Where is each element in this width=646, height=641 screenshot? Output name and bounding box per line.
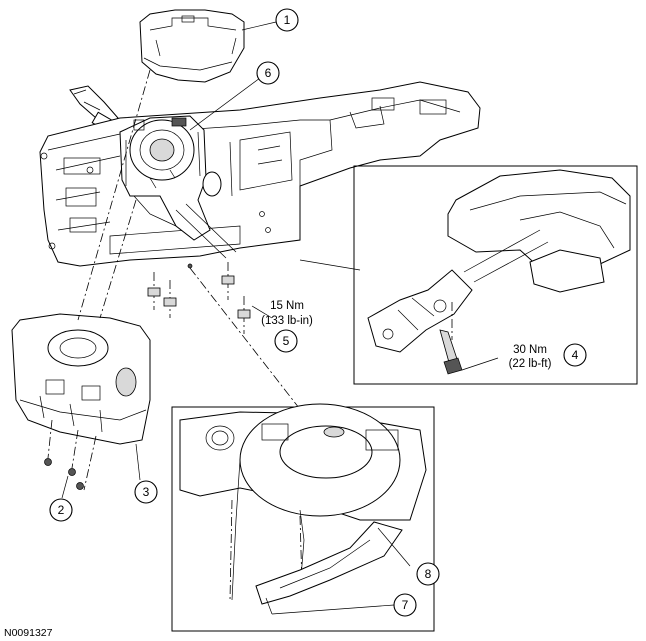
bolt-icon	[163, 297, 177, 307]
screw-icon	[44, 458, 52, 466]
svg-text:6: 6	[265, 66, 272, 80]
shroud-screws	[44, 419, 97, 491]
callout-6: 6	[256, 61, 280, 85]
knee-bolster-inset	[171, 403, 435, 632]
callout-7: 7	[393, 593, 417, 617]
svg-text:(22 lb-ft): (22 lb-ft)	[509, 358, 552, 370]
shaft-detail-inset	[299, 165, 638, 385]
svg-text:7: 7	[402, 598, 409, 612]
lower-column-shroud	[11, 313, 151, 445]
upper-column-shroud	[139, 9, 245, 83]
callout-8: 8	[416, 562, 440, 586]
callout-2: 2	[49, 498, 73, 522]
callout-4: 4	[563, 343, 587, 367]
bolt-icon	[237, 309, 251, 319]
svg-text:3: 3	[143, 485, 150, 499]
torque-spec-item5: 15 Nm (133 lb-in)	[261, 300, 313, 327]
leader-lines	[61, 21, 277, 499]
callout-1: 1	[275, 8, 299, 32]
svg-text:(133 lb-in): (133 lb-in)	[261, 315, 313, 327]
column-mounting-bolts	[147, 262, 251, 334]
torque-spec-item4: 30 Nm (22 lb-ft)	[509, 344, 552, 370]
screw-icon	[68, 468, 76, 476]
svg-text:5: 5	[283, 334, 290, 348]
bolt-icon	[221, 275, 235, 285]
svg-text:1: 1	[284, 13, 291, 27]
svg-text:8: 8	[425, 567, 432, 581]
steering-column-assembly	[119, 115, 237, 259]
svg-text:30 Nm: 30 Nm	[513, 344, 547, 356]
bolt-icon	[147, 287, 161, 297]
figure-id: N0091327	[4, 627, 53, 639]
svg-text:2: 2	[58, 503, 65, 517]
callout-3: 3	[134, 480, 158, 504]
alignment-lines	[77, 69, 353, 477]
svg-text:4: 4	[572, 348, 579, 362]
svg-text:15 Nm: 15 Nm	[270, 300, 304, 312]
callout-5: 5	[274, 329, 298, 353]
screw-icon	[76, 482, 84, 490]
